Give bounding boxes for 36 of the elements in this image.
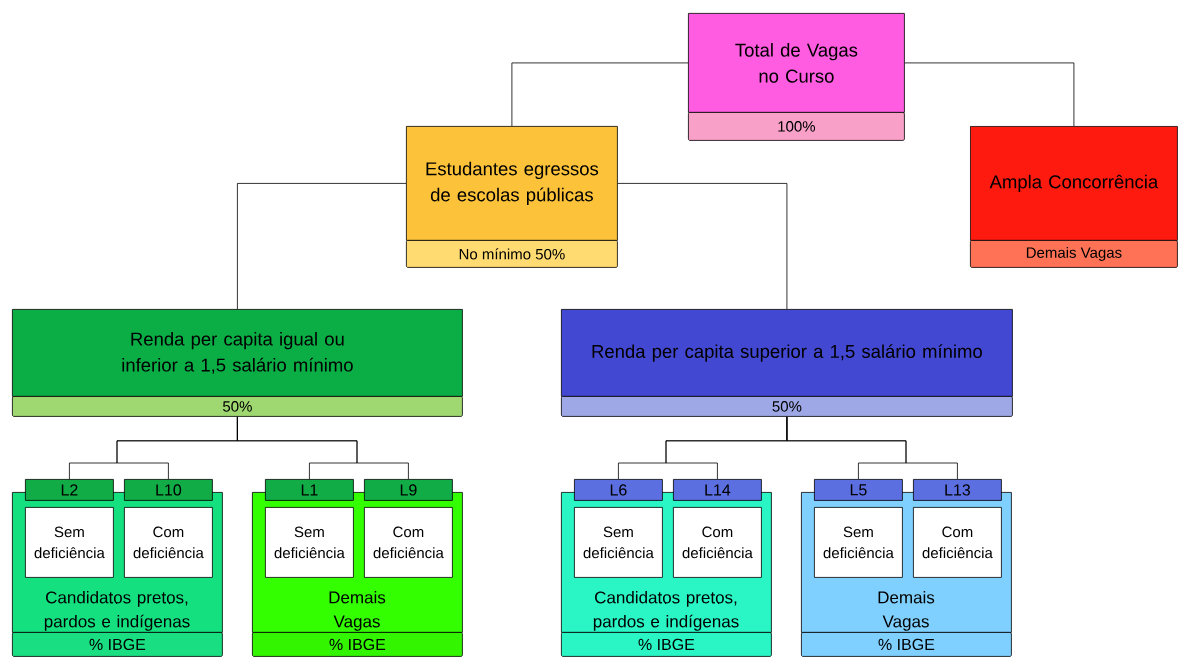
node-label: 50% — [772, 401, 802, 412]
subcategory-box: Sem deficiência — [265, 507, 354, 578]
subcategory-box: Com deficiência — [364, 507, 453, 578]
code-tab: L5 — [814, 479, 903, 501]
node-label: Demais Vagas — [1026, 246, 1122, 261]
code-tab: L13 — [913, 479, 1002, 501]
code-tab: L14 — [673, 479, 762, 501]
process-box: Renda per capita superior a 1,5 salário mínimo 50% — [561, 309, 1013, 417]
node-label: 100% — [778, 121, 816, 132]
process-box: Ampla Concorrência Demais Vagas — [970, 126, 1178, 268]
code-tab: L10 — [124, 479, 213, 501]
connector-line — [617, 183, 788, 310]
connector-line — [237, 416, 409, 480]
process-box: Estudantes egressos de escolas públicas No mínimo 50% — [406, 126, 618, 268]
subcategory-box: Com deficiência — [124, 507, 213, 578]
subcategory-box: Sem deficiência — [814, 507, 903, 578]
subcategory-box: Sem deficiência — [574, 507, 663, 578]
subcategory-box: Com deficiência — [913, 507, 1002, 578]
connector-line — [786, 416, 958, 480]
node-label: % IBGE — [638, 638, 695, 651]
connector-line — [237, 183, 407, 310]
code-tab: L6 — [574, 479, 663, 501]
subcategory-box: Sem deficiência — [25, 507, 114, 578]
process-box: Renda per capita igual ou inferior a 1,5 salário mínimo 50% — [12, 309, 463, 417]
node-label: % IBGE — [878, 638, 935, 651]
node-label: No mínimo 50% — [459, 248, 565, 260]
code-tab: L2 — [25, 479, 114, 501]
code-tab: L1 — [265, 479, 354, 501]
node-label: 50% — [222, 401, 252, 412]
process-box: Total de Vagas no Curso 100% — [688, 13, 905, 141]
code-tab: L9 — [364, 479, 453, 501]
connector-line — [511, 62, 689, 127]
subcategory-box: Com deficiência — [673, 507, 762, 578]
node-label: % IBGE — [329, 638, 386, 651]
connector-line — [904, 62, 1075, 127]
node-label: % IBGE — [89, 638, 146, 651]
